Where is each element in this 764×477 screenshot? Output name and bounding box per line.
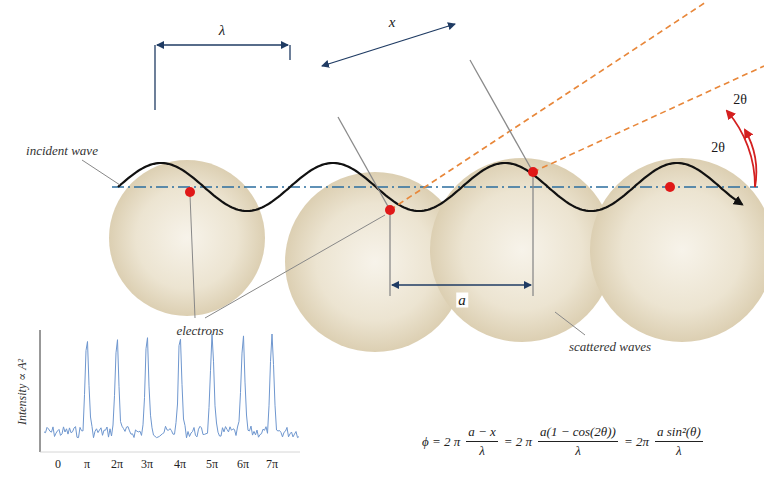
callout-label: electrons bbox=[176, 324, 223, 337]
axis-tick: 3π bbox=[141, 458, 153, 470]
axis-tick: 5π bbox=[206, 458, 218, 470]
formula-text: ϕ = 2 π bbox=[422, 434, 460, 450]
axis-title: Intensity ∝ A² bbox=[16, 359, 28, 425]
incident-wave bbox=[118, 163, 742, 211]
formula-text: a(1 − cos(2θ)) bbox=[538, 424, 618, 442]
formula-text: λ bbox=[575, 442, 581, 459]
phase-formula: ϕ = 2 πa − xλ= 2 πa(1 − cos(2θ))λ= 2πa s… bbox=[420, 424, 707, 459]
electron-dot bbox=[528, 167, 538, 177]
intensity-plot bbox=[40, 330, 300, 452]
fraction: a sin²(θ)λ bbox=[655, 424, 703, 459]
beam-axis bbox=[112, 186, 758, 188]
callout-label: incident wave bbox=[26, 144, 98, 157]
dimension-label: x bbox=[387, 15, 398, 30]
axis-tick: 4π bbox=[174, 458, 186, 470]
formula-text: = 2π bbox=[624, 434, 649, 450]
dimension-label: a bbox=[456, 293, 468, 308]
fraction: a − xλ bbox=[466, 424, 498, 459]
formula-text: a − x bbox=[466, 424, 498, 442]
angle-label: 2θ bbox=[733, 93, 747, 107]
leader-lines bbox=[82, 160, 585, 335]
angle-arcs bbox=[727, 111, 756, 187]
axis-tick: 7π bbox=[266, 458, 278, 470]
formula-text: λ bbox=[676, 442, 682, 459]
fraction: a(1 − cos(2θ))λ bbox=[538, 424, 618, 459]
scattered-wave-spheres bbox=[109, 158, 764, 352]
formula-text: = 2 π bbox=[504, 434, 532, 450]
dimension-label: λ bbox=[217, 23, 228, 38]
dimension-lines bbox=[155, 24, 533, 296]
angle-label: 2θ bbox=[711, 141, 725, 155]
electron-dots bbox=[185, 167, 675, 215]
formula-text: λ bbox=[479, 442, 485, 459]
electron-dot bbox=[385, 205, 395, 215]
axis-tick: 2π bbox=[111, 458, 123, 470]
electron-dot bbox=[185, 187, 195, 197]
axis-tick: 6π bbox=[237, 458, 249, 470]
axis-tick: π bbox=[84, 458, 90, 470]
formula-text: a sin²(θ) bbox=[655, 424, 703, 442]
wave-curve bbox=[118, 163, 742, 211]
scatter-directions bbox=[390, 2, 764, 210]
electron-dot bbox=[665, 182, 675, 192]
axis-tick: 0 bbox=[55, 458, 61, 470]
callout-label: scattered waves bbox=[569, 340, 651, 353]
